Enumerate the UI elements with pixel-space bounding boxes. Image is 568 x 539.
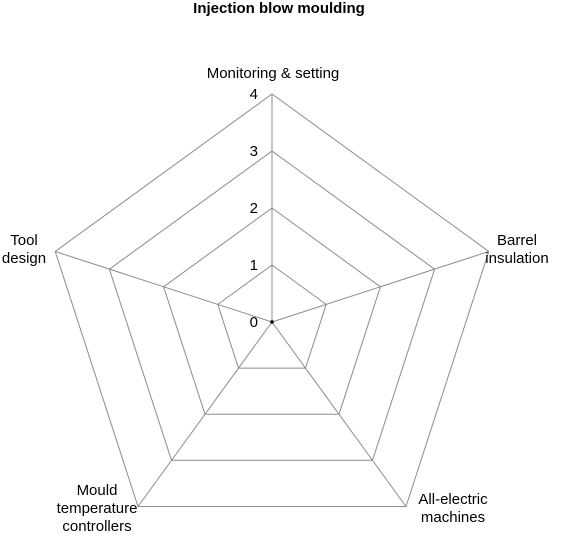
- tick-label: 3: [250, 143, 258, 160]
- tick-label: 2: [250, 200, 258, 217]
- axis-label: Monitoring & setting: [207, 65, 340, 82]
- grid-ring-3: [108, 150, 436, 461]
- spoke-2: [271, 321, 407, 507]
- tick-label: 4: [250, 86, 258, 103]
- grid-ring-2: [163, 207, 381, 415]
- grid-ring-1: [217, 264, 327, 369]
- series-layer: [270, 320, 274, 324]
- spoke-1: [271, 251, 489, 323]
- tick-label: 0: [250, 314, 258, 331]
- grid-layer: [54, 93, 490, 507]
- tick-label: 1: [250, 257, 258, 274]
- chart-title: Injection blow moulding: [193, 0, 365, 17]
- series-0-point: [270, 320, 274, 324]
- spoke-layer: [55, 94, 489, 507]
- tick-labels: 0 1 2 3 4: [250, 86, 258, 331]
- spoke-3: [137, 321, 273, 507]
- grid-ring-4: [54, 93, 490, 507]
- spoke-4: [55, 251, 273, 323]
